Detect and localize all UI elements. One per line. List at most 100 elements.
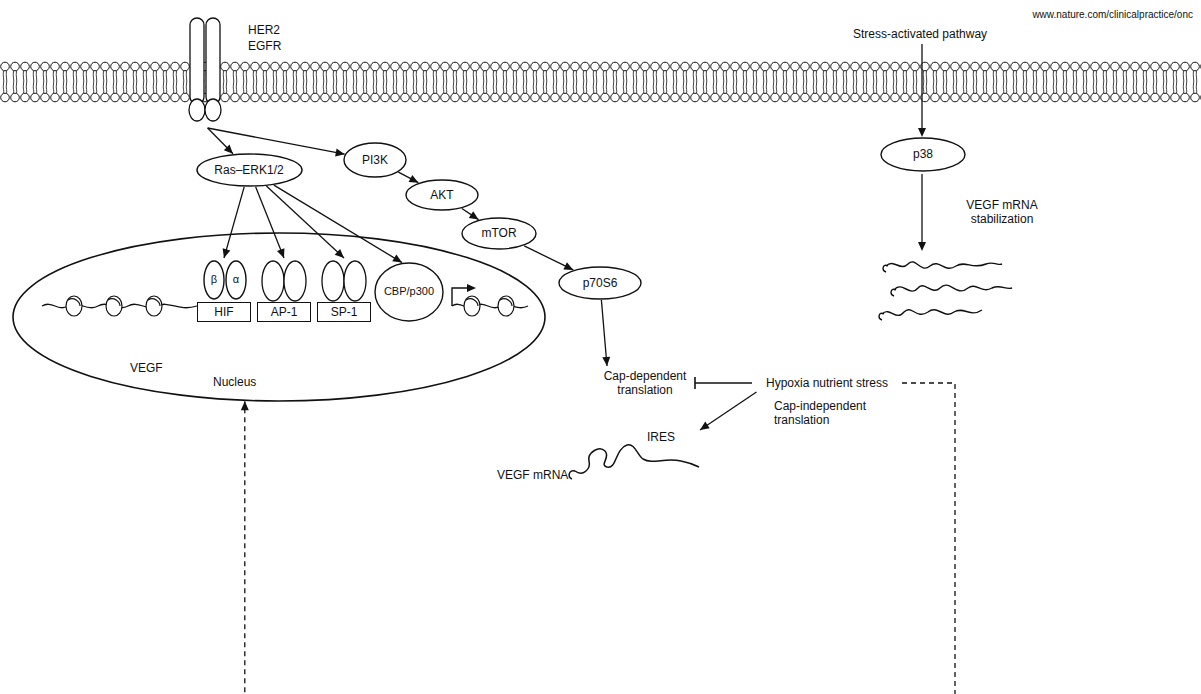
connector-line — [224, 187, 244, 258]
receptor-pair: HER2EGFR — [186, 16, 284, 128]
mrna-strand — [569, 445, 699, 479]
outline — [406, 180, 478, 210]
connector — [700, 392, 757, 430]
arrow-line — [921, 174, 922, 243]
node-label: Nucleus — [213, 375, 256, 389]
node-text: β — [211, 273, 217, 286]
node-label: VEGF — [130, 361, 163, 375]
arrow-head — [700, 422, 710, 430]
outline — [226, 261, 246, 299]
signal-node: PI3K — [343, 142, 407, 178]
label-holder: Nucleus — [213, 372, 256, 390]
connector-line — [398, 172, 418, 183]
connector-line — [700, 392, 757, 430]
label-text: VEGF mRNA stabilization — [955, 198, 1049, 227]
connector — [695, 377, 752, 389]
inhibition-bar — [694, 377, 696, 389]
connector — [524, 246, 573, 270]
node-text: HIF — [214, 305, 233, 319]
transcription-factor: AP-1 — [257, 258, 311, 322]
outline — [204, 261, 224, 299]
node-text: Hypoxia nutrient stress — [766, 376, 888, 390]
connector — [223, 187, 245, 258]
stimulus-text: Hypoxia nutrient stress — [752, 374, 902, 392]
arrow-head — [241, 401, 249, 410]
node-text: AKT — [430, 188, 453, 202]
pathway-label: Stress-activated pathway — [853, 24, 987, 42]
connector — [398, 172, 418, 183]
outline — [197, 154, 302, 186]
stabilized-mrna — [879, 262, 1012, 320]
node-text: α — [233, 273, 239, 286]
arrow-head — [277, 248, 284, 258]
label-holder: HER2 — [248, 20, 280, 38]
connector — [266, 186, 344, 258]
connector-line — [695, 382, 752, 383]
node-text: SP-1 — [331, 305, 358, 319]
connector-line — [208, 128, 345, 154]
receptor-knob — [205, 99, 221, 121]
outline — [559, 267, 641, 299]
node-label: IRES — [647, 430, 675, 444]
connector-line — [601, 300, 607, 366]
mrna-transcript: IRES VEGF mRNA — [495, 415, 700, 483]
factor-box: AP-1 — [257, 302, 311, 322]
arrow-head — [392, 255, 402, 263]
signal-node: p38 — [880, 137, 966, 172]
label-holder: EGFR — [248, 36, 281, 54]
vegf-mrna — [569, 445, 699, 479]
transcription-factor: HIF β α — [197, 258, 251, 322]
node-text: PI3K — [362, 153, 388, 167]
mrna-strand — [883, 262, 1002, 272]
arrow-line — [921, 44, 922, 129]
connector — [462, 209, 479, 220]
factor-box: SP-1 — [317, 302, 371, 322]
connector-line — [266, 186, 344, 258]
connector — [256, 187, 285, 258]
arrow-head — [224, 145, 233, 154]
connector — [241, 383, 955, 694]
arrow-head — [335, 249, 344, 258]
arrow-line — [452, 288, 468, 306]
mrna-strand — [891, 285, 1012, 296]
signal-node: AKT — [405, 179, 479, 211]
coactivator: CBP/p300 — [374, 262, 444, 322]
signal-node: Ras–ERK1/2 — [196, 153, 303, 187]
signal-node: p70S6 — [558, 266, 642, 300]
outline — [375, 263, 443, 321]
node-text: mTOR — [481, 226, 516, 240]
arrow-head — [563, 262, 573, 270]
connector-line — [274, 185, 402, 263]
subunit-oval — [284, 261, 306, 301]
factor-box: HIF — [197, 302, 251, 322]
label-text: Stress-activated pathway — [853, 27, 987, 41]
transcription-factor: SP-1 — [317, 258, 371, 322]
nucleus-outline: VEGF Nucleus HIF β αAP-1 SP-1 CBP/p300 — [12, 232, 546, 402]
node-text: Cap-dependent translation — [595, 369, 695, 398]
label-holder: IRES — [647, 427, 675, 445]
subunit-oval — [322, 261, 344, 301]
node-label: VEGF mRNA — [497, 468, 568, 482]
factor-subunit-oval — [262, 261, 366, 301]
arrow-head — [467, 284, 476, 292]
connector-line — [245, 383, 955, 694]
receptor-rod — [206, 18, 220, 104]
outline — [13, 233, 545, 401]
outline — [344, 143, 406, 177]
outline — [881, 138, 965, 171]
source-url: www.nature.com/clinicalpractice/onc — [1032, 4, 1193, 22]
edge-label: Cap-independent translation — [772, 398, 876, 429]
node-label: HER2 — [248, 23, 280, 37]
subunit-oval — [262, 261, 284, 301]
mrna-strand — [879, 310, 982, 320]
node-text: CBP/p300 — [384, 285, 434, 298]
node-text: Ras–ERK1/2 — [214, 163, 283, 177]
subunit-oval — [344, 261, 366, 301]
connector-line — [524, 246, 573, 270]
edge-label-text: Cap-independent translation — [772, 398, 876, 429]
receptor-rod — [190, 18, 204, 104]
cell-membrane — [0, 60, 1201, 104]
connector — [601, 300, 610, 366]
arrow-head — [602, 357, 610, 366]
